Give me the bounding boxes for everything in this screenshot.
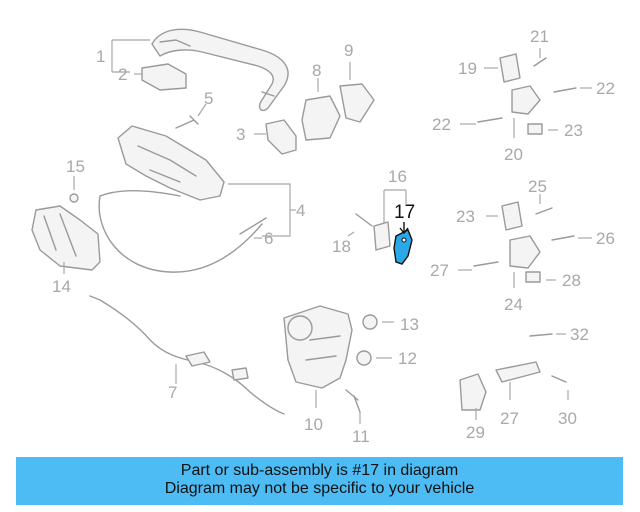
banner-line-2: Diagram may not be specific to your vehi… [164,480,475,497]
callout-11: 11 [352,427,370,446]
callout-2: 2 [118,65,127,84]
part-8-handle-cap [301,95,341,141]
callout-12: 12 [398,349,417,368]
callout-10: 10 [304,415,323,434]
part-22-bolt [553,87,577,93]
callout-8: 8 [312,61,321,80]
callout-26: 25 [528,177,547,196]
part-9-cover [339,83,375,123]
part-23-bushing [527,123,543,135]
part-28-bushing [525,271,541,283]
part-info-banner: Part or sub-assembly is #17 in diagram D… [16,457,623,505]
part-27-bolt [551,235,575,241]
callout-27b: 27 [430,261,449,280]
part-12-nut [356,350,372,366]
callout-22b: 22 [432,115,451,134]
part-26-bolt [535,207,553,215]
callout-28: 28 [562,271,581,290]
callout-9: 9 [344,41,353,60]
callout-21: 21 [530,27,549,46]
part-17-highlighted-cover [393,229,413,265]
part-32-bolt [529,333,553,337]
callout-18: 18 [332,237,351,256]
part-29-check-strap [495,361,541,383]
callout-19: 19 [458,59,477,78]
banner-line-1: Part or sub-assembly is #17 in diagram [180,462,459,479]
callout-22: 22 [596,79,615,98]
callout-5: 5 [204,89,213,108]
part-20-hinge [511,85,541,115]
part-24-hinge-half [501,201,523,231]
part-16-bracket [373,221,391,251]
callout-31: 30 [558,409,577,428]
part-11-bolt [345,389,361,413]
callout-29: 27 [500,409,519,428]
part-2-handle-bezel [141,63,187,91]
callout-23: 23 [564,121,583,140]
callout-30: 29 [466,423,485,442]
callout-25: 24 [504,295,523,314]
callout-15: 15 [66,157,85,176]
part-25-hinge [509,235,541,269]
part-18-screw [355,213,373,227]
part-19-hinge-half [499,53,521,83]
part-14-inside-handle [31,205,101,271]
part-10-door-latch [283,305,353,389]
part-7-release-cable [89,295,285,415]
part-3-reinforcement [265,119,297,155]
part-31-bolt [551,375,567,383]
callout-7: 7 [168,383,177,402]
part-15-grommet [69,193,79,203]
part-21-bolt [533,57,547,67]
callout-17-arrow [399,222,409,235]
callout-20: 20 [504,145,523,164]
callout-16: 16 [388,167,407,186]
callout-4: 4 [296,201,305,220]
callout-1: 1 [96,47,105,66]
part-5-screw [175,115,199,129]
callout-32: 32 [570,325,589,344]
callout-13: 13 [400,315,419,334]
callout-17: 17 [394,202,415,223]
callout-3: 3 [236,125,245,144]
callout-27: 26 [596,229,615,248]
part-4-handle-frame [98,125,267,273]
parts-diagram: 1 2 5 3 8 9 4 6 15 14 7 [31,27,615,446]
part-1-door-handle [151,28,289,112]
callout-14: 14 [52,277,71,296]
part-30-check-strap-housing [459,373,487,411]
part-13-cap [362,314,378,330]
callout-24: 23 [456,207,475,226]
callout-6: 6 [264,229,273,248]
